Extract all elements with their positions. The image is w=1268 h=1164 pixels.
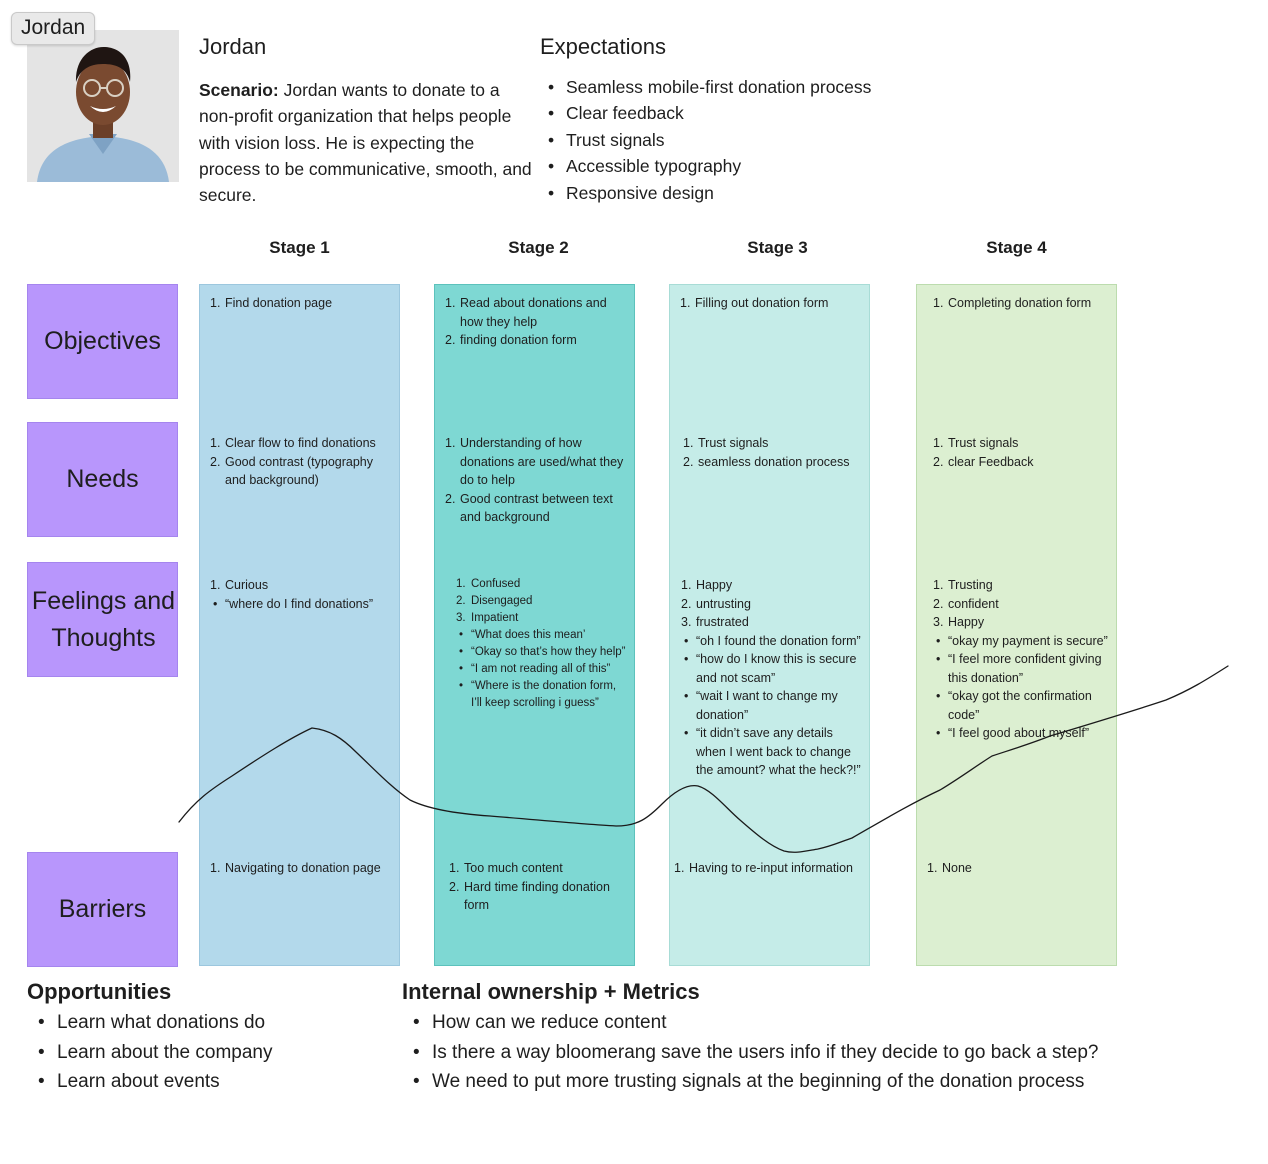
persona-name: Jordan xyxy=(199,34,267,59)
ownership-list: How can we reduce content Is there a way… xyxy=(413,1008,1112,1097)
feelings-stage-4: 1.Trusting 2.confident 3.Happy “okay my … xyxy=(933,576,1115,743)
thought-quote: “Okay so that’s how they help” xyxy=(471,646,626,658)
barrier-item: None xyxy=(942,861,972,875)
barrier-item: Too much content xyxy=(464,861,563,875)
feeling-item: Disengaged xyxy=(471,595,533,607)
opportunity-item: Learn about the company xyxy=(38,1038,387,1068)
need-item: Understanding of how donations are used/… xyxy=(460,436,624,487)
objectives-stage-4: 1.Completing donation form xyxy=(933,296,1092,310)
row-label-needs: Needs xyxy=(27,422,178,537)
barriers-stage-3: 1.Having to re-input information xyxy=(674,861,853,875)
objective-item: finding donation form xyxy=(460,333,577,347)
persona-photo xyxy=(27,30,179,182)
thought-quote: “how do I know this is secure and not sc… xyxy=(696,652,857,685)
barriers-stage-2: 1.Too much content 2.Hard time finding d… xyxy=(449,861,610,913)
objective-item: Read about donations and how they help xyxy=(460,296,607,329)
objective-item: Completing donation form xyxy=(948,296,1092,310)
thought-quote: “oh I found the donation form” xyxy=(696,633,861,648)
thought-quote: “okay my payment is secure” xyxy=(948,633,1108,648)
ownership-item: Is there a way bloomerang save the users… xyxy=(413,1038,1112,1068)
objective-item: Find donation page xyxy=(225,296,333,310)
thought-quote: “Where is the donation form, I’ll keep s… xyxy=(471,680,617,709)
need-item: Clear flow to find donations xyxy=(225,436,376,450)
feelings-stage-3: 1.Happy 2.untrusting 3.frustrated “oh I … xyxy=(681,576,866,780)
need-item: Trust signals xyxy=(948,436,1019,450)
feelings-stage-2: 1.Confused 2.Disengaged 3.Impatient “Wha… xyxy=(456,576,628,712)
thought-quote: “I feel good about myself” xyxy=(948,726,1090,740)
stage-3-header: Stage 3 xyxy=(747,238,808,257)
feeling-item: untrusting xyxy=(696,596,751,611)
scenario-label: Scenario: xyxy=(199,80,279,100)
thought-quote: “okay got the confirmation code” xyxy=(948,689,1092,722)
expectations-list: Seamless mobile-first donation process C… xyxy=(548,74,871,207)
objectives-stage-3: 1.Filling out donation form xyxy=(680,296,829,310)
opportunities-list: Learn what donations do Learn about the … xyxy=(38,1008,387,1097)
feeling-item: Curious xyxy=(225,578,269,592)
ownership-item: How can we reduce content xyxy=(413,1008,1112,1038)
scenario-text: Jordan wants to donate to a non-profit o… xyxy=(199,80,532,206)
needs-stage-2: 1.Understanding of how donations are use… xyxy=(445,436,624,525)
stage-1-header: Stage 1 xyxy=(269,238,330,257)
barriers-stage-1: 1.Navigating to donation page xyxy=(210,861,381,875)
thought-quote: “wait I want to change my donation” xyxy=(696,689,838,722)
opportunities-title: Opportunities xyxy=(27,979,172,1004)
opportunity-item: Learn what donations do xyxy=(38,1008,387,1038)
thought-quote: “it didn’t save any details when I went … xyxy=(696,726,861,777)
thought-quote: “What does this mean’ xyxy=(471,629,586,641)
row-label-objectives: Objectives xyxy=(27,284,178,399)
persona-scenario: Scenario: Jordan wants to donate to a no… xyxy=(199,77,539,208)
feeling-item: Happy xyxy=(696,578,733,592)
feeling-item: Trusting xyxy=(948,578,993,592)
thought-quote: “I feel more confident giving this donat… xyxy=(948,652,1102,685)
person-photo-illustration xyxy=(27,30,179,182)
row-label-feelings: Feelings and Thoughts xyxy=(27,562,178,677)
feeling-item: confident xyxy=(948,596,999,611)
opportunity-item: Learn about events xyxy=(38,1067,387,1097)
objectives-stage-1: 1.Find donation page xyxy=(210,296,333,310)
persona-name-tag: Jordan xyxy=(11,12,96,45)
expectation-item: Trust signals xyxy=(548,127,871,154)
need-item: seamless donation process xyxy=(698,454,850,469)
expectation-item: Seamless mobile-first donation process xyxy=(548,74,871,101)
need-item: Good contrast between text and backgroun… xyxy=(460,491,613,525)
objective-item: Filling out donation form xyxy=(695,296,829,310)
thought-quote: “where do I find donations” xyxy=(225,596,374,611)
need-item: Trust signals xyxy=(698,436,769,450)
feeling-item: Happy xyxy=(948,615,985,629)
feeling-item: frustrated xyxy=(696,615,749,629)
expectations-title: Expectations xyxy=(540,34,666,59)
ownership-item: We need to put more trusting signals at … xyxy=(413,1067,1112,1097)
needs-stage-1: 1. Clear flow to find donations 2.Good c… xyxy=(210,436,376,488)
needs-stage-4: 1.Trust signals 2.clear Feedback xyxy=(933,436,1034,469)
row-label-barriers: Barriers xyxy=(27,852,178,967)
need-item: Good contrast (typography and background… xyxy=(225,454,373,488)
barrier-item: Having to re-input information xyxy=(689,861,853,875)
expectation-item: Responsive design xyxy=(548,180,871,207)
thought-quote: “I am not reading all of this” xyxy=(471,663,611,675)
feeling-item: Confused xyxy=(471,578,521,590)
ownership-title: Internal ownership + Metrics xyxy=(402,979,700,1004)
barriers-stage-4: 1.None xyxy=(927,861,972,875)
barrier-item: Hard time finding donation form xyxy=(464,879,610,913)
feelings-stage-1: 1.Curious “where do I find donations” xyxy=(210,576,395,613)
stage-2-header: Stage 2 xyxy=(508,238,569,257)
needs-stage-3: 1.Trust signals 2.seamless donation proc… xyxy=(683,436,850,469)
feeling-item: Impatient xyxy=(471,612,519,624)
expectation-item: Accessible typography xyxy=(548,153,871,180)
stage-4-header: Stage 4 xyxy=(986,238,1047,257)
objectives-stage-2: 1.Read about donations and how they help… xyxy=(445,296,607,347)
need-item: clear Feedback xyxy=(948,454,1034,469)
barrier-item: Navigating to donation page xyxy=(225,861,381,875)
expectation-item: Clear feedback xyxy=(548,100,871,127)
